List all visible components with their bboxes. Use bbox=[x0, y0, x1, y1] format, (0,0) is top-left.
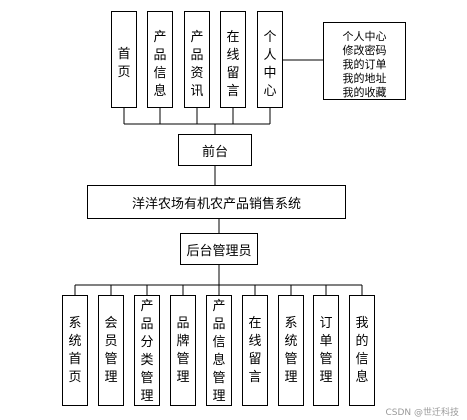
admin-module-product-info-management: 产 品 信 息 管 理 bbox=[206, 295, 232, 406]
frontend-page-label: 产 品 资 讯 bbox=[190, 30, 204, 99]
admin-module-order-management: 订 单 管 理 bbox=[313, 295, 339, 406]
admin-module-label: 产 品 分 类 管 理 bbox=[140, 299, 154, 404]
admin-module-system-home: 系 统 首 页 bbox=[62, 295, 88, 406]
frontend-page-label: 产 品 信 息 bbox=[153, 30, 167, 99]
frontend-page-products: 产 品 信 息 bbox=[147, 11, 173, 108]
admin-module-label: 我 的 信 息 bbox=[355, 316, 369, 385]
frontend-page-label: 首 页 bbox=[117, 47, 131, 80]
admin-module-label: 品 牌 管 理 bbox=[176, 316, 190, 385]
admin-module-label: 订 单 管 理 bbox=[319, 316, 333, 385]
admin-module-label: 在 线 留 言 bbox=[248, 316, 262, 385]
frontend-page-messages: 在 线 留 言 bbox=[220, 11, 246, 108]
admin-module-online-messages: 在 线 留 言 bbox=[242, 295, 268, 406]
system-node: 洋洋农场有机农产品销售系统 bbox=[87, 185, 346, 219]
frontend-page-news: 产 品 资 讯 bbox=[184, 11, 210, 108]
personal-center-items: 个人中心 修改密码 我的订单 我的地址 我的收藏 bbox=[342, 30, 387, 99]
frontend-node: 前台 bbox=[178, 134, 252, 166]
frontend-page-home: 首 页 bbox=[111, 11, 137, 108]
frontend-page-label: 个 人 中 心 bbox=[263, 30, 277, 99]
frontend-page-personal-center: 个 人 中 心 bbox=[257, 11, 283, 108]
admin-module-brand-management: 品 牌 管 理 bbox=[170, 295, 196, 406]
admin-module-my-info: 我 的 信 息 bbox=[349, 295, 375, 406]
system-label: 洋洋农场有机农产品销售系统 bbox=[131, 196, 301, 212]
admin-module-label: 系 统 管 理 bbox=[284, 316, 298, 385]
admin-module-label: 产 品 信 息 管 理 bbox=[212, 299, 226, 404]
admin-module-member-management: 会 员 管 理 bbox=[98, 295, 124, 406]
admin-label: 后台管理员 bbox=[186, 243, 252, 259]
admin-module-label: 会 员 管 理 bbox=[104, 316, 118, 385]
frontend-label: 前台 bbox=[201, 144, 228, 160]
watermark: CSDN @世迁科技 bbox=[385, 408, 459, 418]
admin-module-label: 系 统 首 页 bbox=[68, 316, 82, 385]
admin-node: 后台管理员 bbox=[180, 233, 258, 265]
admin-module-system-management: 系 统 管 理 bbox=[278, 295, 304, 406]
personal-center-details: 个人中心 修改密码 我的订单 我的地址 我的收藏 bbox=[323, 22, 406, 100]
frontend-page-label: 在 线 留 言 bbox=[226, 30, 240, 99]
admin-module-category-management: 产 品 分 类 管 理 bbox=[134, 295, 160, 406]
